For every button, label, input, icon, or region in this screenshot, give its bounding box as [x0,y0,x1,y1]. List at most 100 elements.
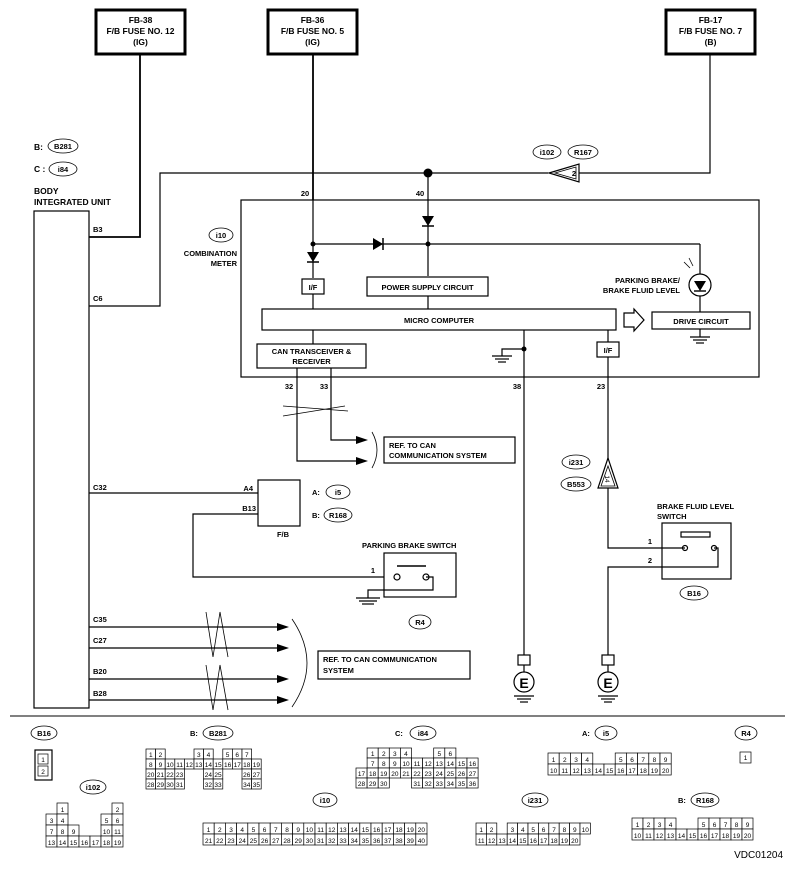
parking-switch-title: PARKING BRAKE SWITCH [362,541,456,550]
svg-text:39: 39 [407,838,415,845]
svg-text:34: 34 [447,781,455,788]
svg-text:15: 15 [606,768,614,775]
svg-text:35: 35 [253,782,261,789]
svg-text:17: 17 [628,768,636,775]
svg-text:13: 13 [48,840,56,847]
wires [89,54,711,307]
brake-fluid-title-1: BRAKE FLUID LEVEL [657,502,735,511]
svg-text:14: 14 [447,761,455,768]
svg-text:2: 2 [382,751,386,758]
ref-can-2-line1: REF. TO CAN COMMUNICATION [323,655,437,664]
svg-text:16: 16 [617,768,625,775]
svg-text:16: 16 [700,833,708,840]
svg-text:13: 13 [339,827,347,834]
svg-text:30: 30 [380,781,388,788]
connector-b281-label: B281 [54,142,72,151]
svg-text:22: 22 [216,838,224,845]
connector-chevron-inner [553,166,577,180]
svg-text:32: 32 [205,782,213,789]
svg-text:31: 31 [413,781,421,788]
svg-text:11: 11 [561,768,568,775]
connector-i10-oval [208,227,234,243]
bottom-r168: R168 [696,796,714,805]
micro-computer-box [261,308,617,331]
svg-text:1: 1 [479,827,483,834]
bottom-i84: i84 [418,729,429,738]
svg-text:2: 2 [490,827,494,834]
svg-text:16: 16 [224,762,232,769]
svg-text:9: 9 [159,762,163,769]
ground-label-38: E [519,675,528,691]
connector-i84-oval [48,161,78,177]
fb-conn-r168: R168 [329,511,347,520]
svg-text:18: 18 [369,771,377,778]
svg-text:4: 4 [404,751,408,758]
svg-text:31: 31 [176,782,184,789]
connector-b281-oval [47,138,79,154]
wire-c6 [89,172,428,307]
svg-text:17: 17 [92,840,100,847]
wire-fb17 [577,54,711,174]
svg-text:1: 1 [149,752,153,759]
fuse-fb17: FB-17 F/B FUSE NO. 7 (B) [664,8,757,56]
svg-text:1: 1 [744,755,748,762]
svg-text:35: 35 [362,838,370,845]
svg-text:1: 1 [207,827,211,834]
fb-pin-a4: A4 [243,484,253,493]
mid-conn-b553: B553 [567,480,585,489]
svg-text:26: 26 [243,772,251,779]
diode-horizontal [373,238,383,250]
svg-text:1: 1 [41,757,45,764]
pin-c32: C32 [93,483,107,492]
svg-text:3: 3 [511,827,515,834]
svg-text:32: 32 [328,838,336,845]
drive-circuit-label: DRIVE CIRCUIT [673,317,729,326]
connector-view-r4: R4 1 [734,725,758,764]
svg-text:17: 17 [711,833,719,840]
pin-c6: C6 [93,294,103,303]
svg-text:26: 26 [261,838,269,845]
svg-text:21: 21 [205,838,213,845]
svg-text:28: 28 [147,782,155,789]
svg-text:15: 15 [362,827,370,834]
svg-text:11: 11 [114,829,121,836]
svg-text:36: 36 [469,781,477,788]
svg-text:15: 15 [458,761,466,768]
svg-text:12: 12 [425,761,433,768]
svg-text:7: 7 [50,829,54,836]
svg-text:8: 8 [653,757,657,764]
svg-text:12: 12 [572,768,580,775]
ref-can-1-line1: REF. TO CAN [389,441,436,450]
meter-pin38: 38 [513,382,521,391]
svg-text:11: 11 [645,833,652,840]
svg-text:8: 8 [735,822,739,829]
svg-text:35: 35 [458,781,466,788]
ref-can-2-line2: SYSTEM [323,666,354,675]
svg-text:19: 19 [561,838,569,845]
svg-text:10: 10 [103,829,111,836]
brake-fluid-pin2: 2 [648,556,652,565]
diode-40 [422,216,434,226]
svg-text:4: 4 [669,822,673,829]
svg-text:17: 17 [234,762,242,769]
svg-text:6: 6 [713,822,717,829]
fuse-code: FB-17 [699,15,723,25]
svg-text:14: 14 [205,762,213,769]
svg-text:6: 6 [235,752,239,759]
svg-text:31: 31 [317,838,325,845]
fuse-fb38: FB-38 F/B FUSE NO. 12 (IG) [94,8,187,56]
svg-text:11: 11 [478,838,485,845]
connector-i102-oval [532,144,562,160]
svg-text:36: 36 [373,838,381,845]
fb-pin-b13: B13 [242,504,256,513]
svg-text:12: 12 [656,833,664,840]
svg-text:24: 24 [239,838,247,845]
svg-text:15: 15 [519,838,527,845]
diode-20 [307,252,319,262]
svg-text:5: 5 [702,822,706,829]
svg-text:15: 15 [689,833,697,840]
mid-conn-pin: 14 [603,475,610,483]
